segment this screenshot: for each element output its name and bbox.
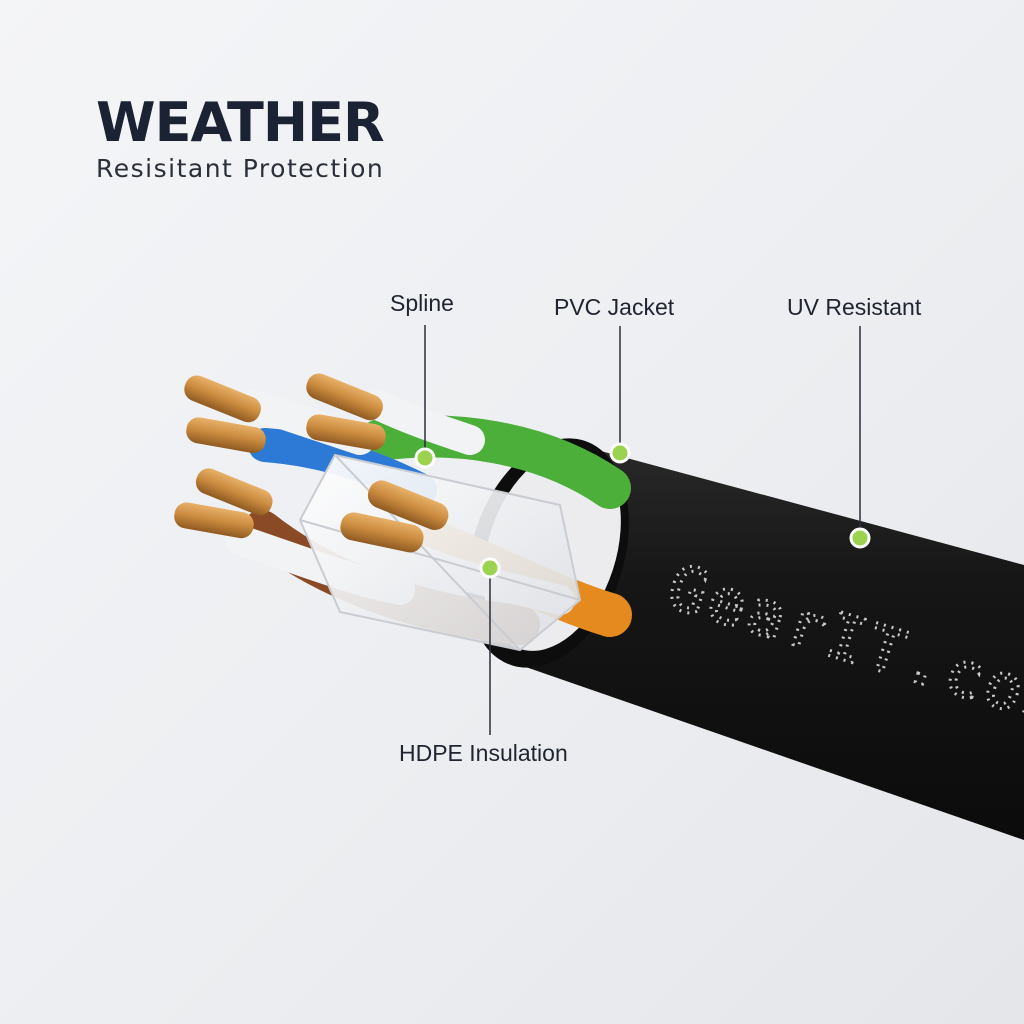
pvc-jacket-marker-dot xyxy=(609,442,631,464)
callout-spline: Spline xyxy=(390,290,454,316)
spline-marker-dot xyxy=(414,447,436,469)
hdpe-insulation-marker-dot xyxy=(479,557,501,579)
uv-resistant-marker-dot xyxy=(849,527,871,549)
marker-dots xyxy=(414,442,871,579)
copper-conductors xyxy=(174,373,449,553)
hero-heading: WEATHER Resisitant Protection xyxy=(96,91,385,184)
page-subtitle: Resisitant Protection xyxy=(96,154,385,183)
callout-pvc-jacket: PVC Jacket xyxy=(554,294,675,320)
leader-lines xyxy=(424,325,861,735)
callout-uv-resistant: UV Resistant xyxy=(787,294,922,320)
page-title: WEATHER xyxy=(96,91,385,154)
callout-hdpe-insulation: HDPE Insulation xyxy=(399,740,568,766)
